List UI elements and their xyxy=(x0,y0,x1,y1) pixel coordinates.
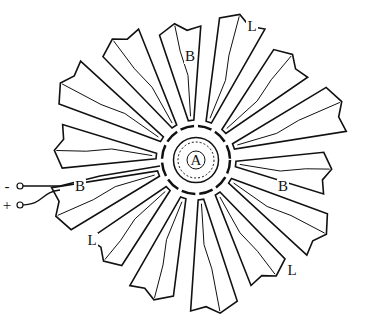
plate-label: B xyxy=(184,49,196,64)
edge-label: L xyxy=(86,233,97,248)
fold-line xyxy=(154,202,181,298)
fold-line xyxy=(62,84,158,137)
wire xyxy=(20,166,160,186)
plate-label: B xyxy=(277,179,289,194)
fold-line xyxy=(56,149,152,156)
fold-line xyxy=(240,164,330,171)
fold-line xyxy=(210,16,239,118)
fold-line xyxy=(114,41,173,123)
plate xyxy=(52,171,160,230)
fold-line xyxy=(58,175,155,215)
fold-line xyxy=(227,56,291,129)
fold-line xyxy=(201,204,219,311)
hub-circle: A xyxy=(172,136,220,184)
fold-line xyxy=(175,26,191,117)
terminal xyxy=(17,202,23,208)
fold-line xyxy=(220,197,275,274)
terminal-sign: - xyxy=(4,179,11,194)
plate xyxy=(160,24,201,121)
edge-label: L xyxy=(246,19,257,34)
edge-label: L xyxy=(286,263,297,278)
fold-line xyxy=(237,102,340,145)
terminal-sign: + xyxy=(2,198,12,213)
hub-letter: A xyxy=(191,153,202,168)
fold-line xyxy=(105,191,165,259)
plate-label: B xyxy=(74,179,86,194)
plate xyxy=(233,87,347,149)
wire xyxy=(20,190,60,205)
terminal xyxy=(17,183,23,189)
hub-ring xyxy=(162,126,230,194)
